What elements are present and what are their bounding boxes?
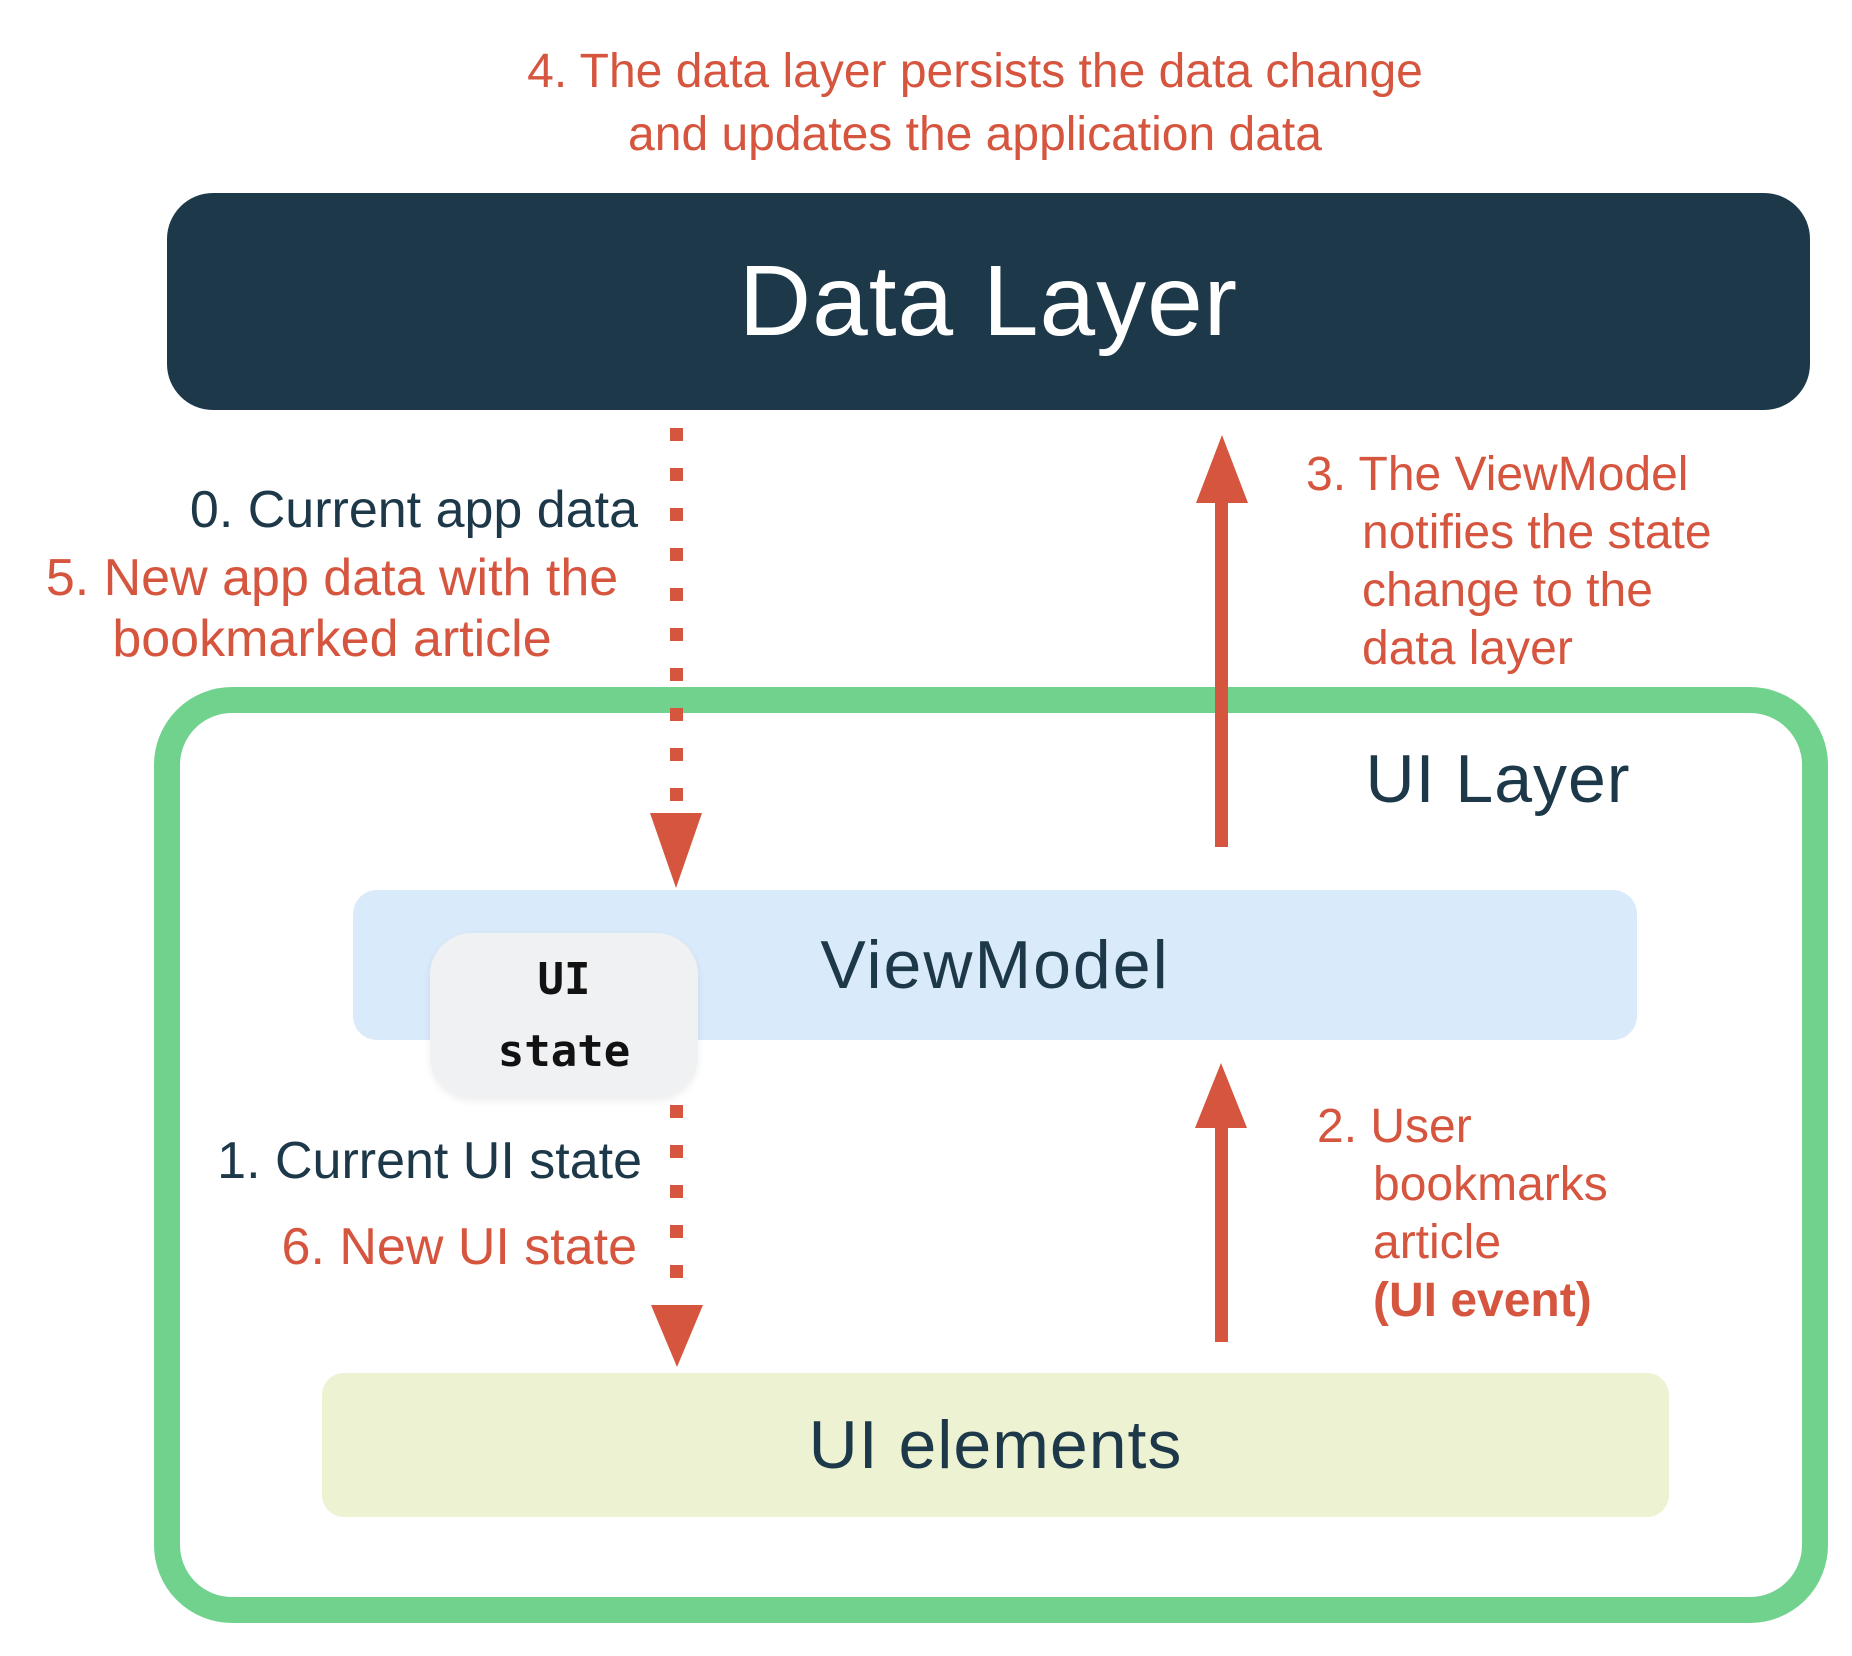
text-line: bookmarked article: [112, 610, 552, 668]
text-line: article: [1373, 1216, 1502, 1269]
text-line: change to the: [1362, 564, 1653, 617]
text-line: notifies the state: [1362, 506, 1712, 559]
dashed-arrow-down-icon: [670, 428, 683, 808]
annotation-step6: 6. New UI state: [281, 1218, 637, 1276]
text-line: (UI event): [1373, 1274, 1592, 1327]
dashed-arrow-down-head-icon: [650, 813, 702, 888]
data-layer-label: Data Layer: [738, 245, 1239, 357]
text-line: 3. The ViewModel: [1306, 448, 1689, 501]
solid-arrow-up-icon: [1215, 1125, 1228, 1342]
text-line: state: [497, 1025, 631, 1077]
text-line: UI: [537, 953, 591, 1005]
ui-elements-box: UI elements: [322, 1373, 1669, 1517]
solid-arrow-up-head-icon: [1195, 1063, 1247, 1128]
ui-layer-box: [154, 687, 1828, 1623]
text-line: bookmarks: [1373, 1158, 1608, 1211]
ui-elements-label: UI elements: [808, 1407, 1183, 1483]
solid-arrow-up-icon: [1215, 500, 1228, 847]
annotation-step0: 0. Current app data: [189, 481, 638, 539]
text-line: and updates the application data: [628, 108, 1322, 161]
solid-arrow-up-head-icon: [1196, 435, 1248, 503]
text-line: 2. User: [1317, 1100, 1472, 1153]
dashed-arrow-down-head-icon: [651, 1305, 703, 1367]
annotation-step4: 4. The data layer persists the data chan…: [75, 40, 1852, 166]
ui-state-chip: UI state: [430, 933, 698, 1098]
ui-layer-label: UI Layer: [1365, 741, 1631, 817]
text-line: 5. New app data with the: [45, 549, 619, 607]
data-layer-box: Data Layer: [167, 193, 1810, 410]
viewmodel-label: ViewModel: [820, 927, 1170, 1003]
dashed-arrow-down-icon: [670, 1105, 683, 1301]
text-line: 4. The data layer persists the data chan…: [527, 45, 1423, 98]
text-line: data layer: [1362, 622, 1573, 675]
annotation-step1: 1. Current UI state: [217, 1132, 642, 1190]
